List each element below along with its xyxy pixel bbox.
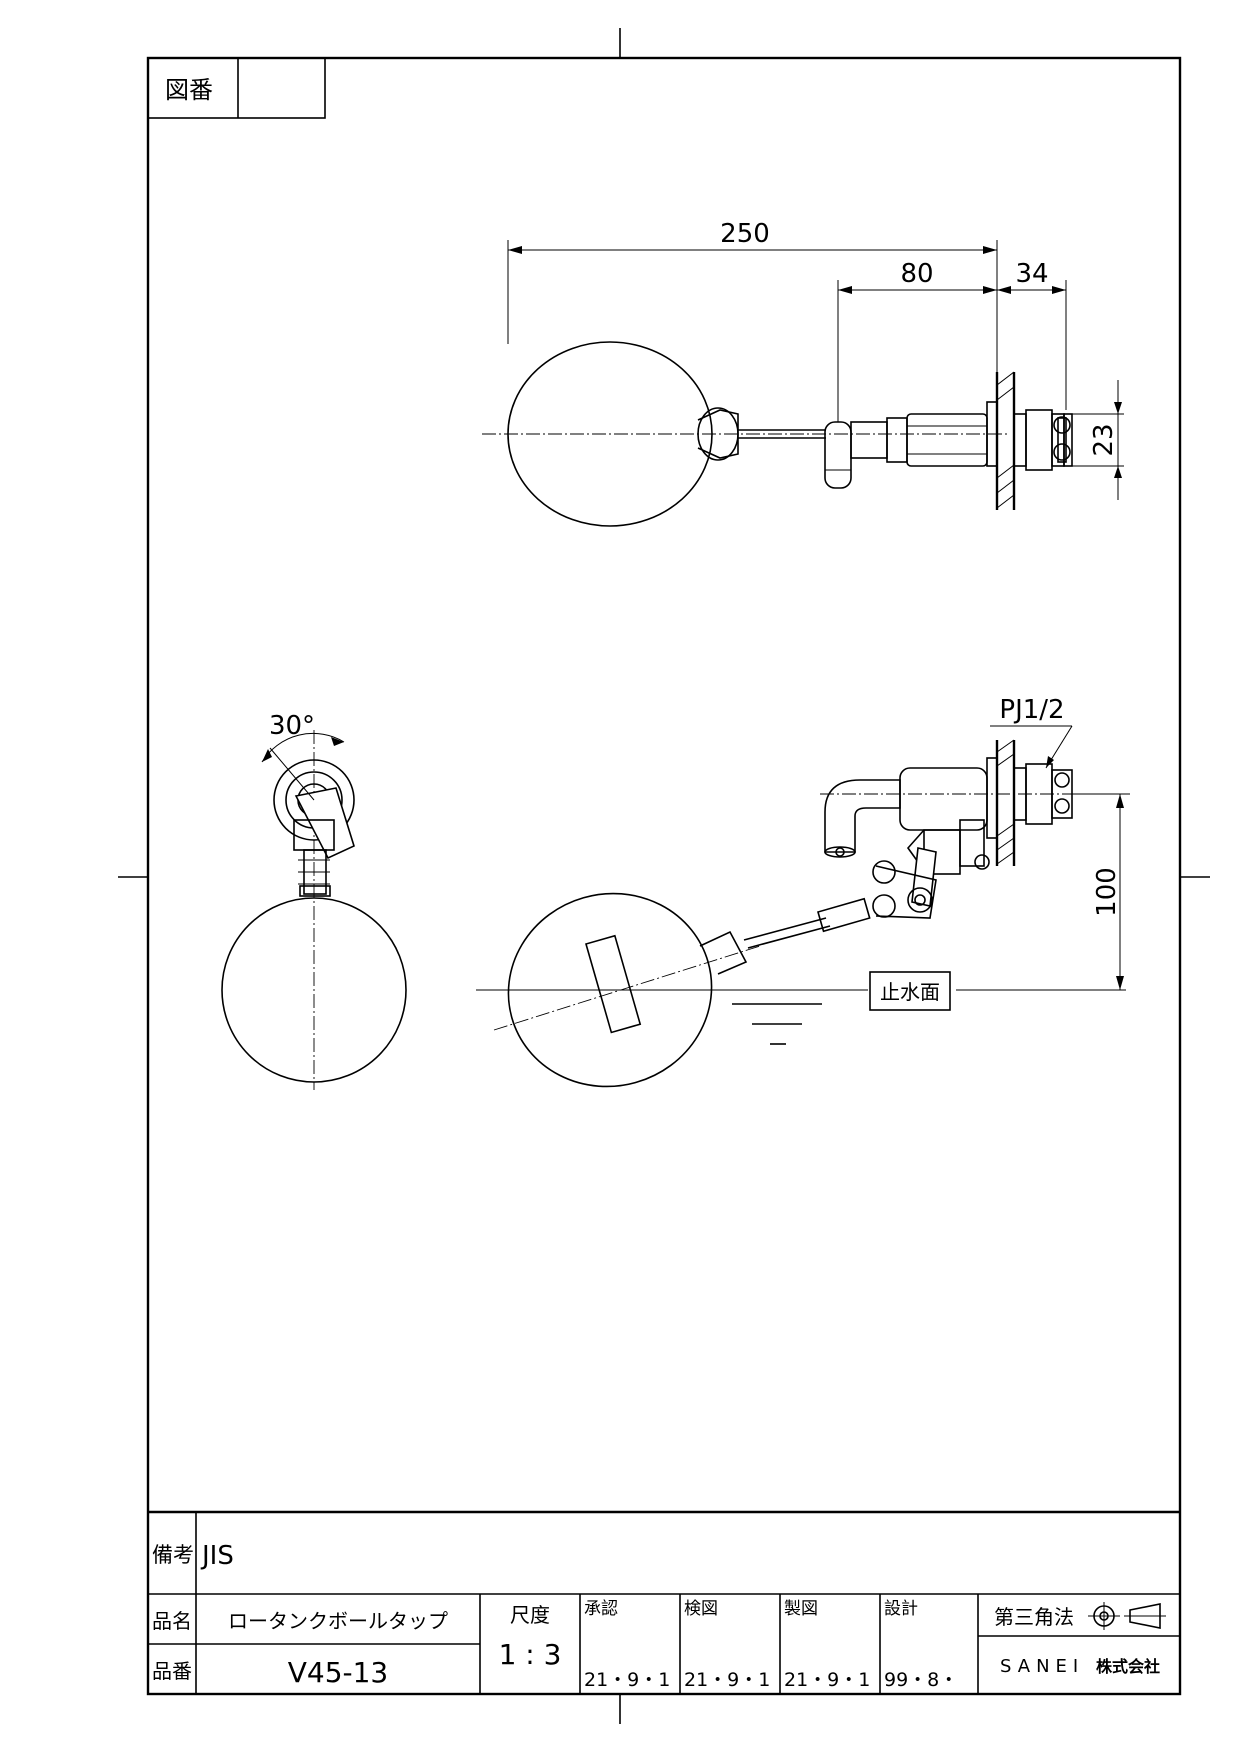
front-float-ball <box>507 892 713 1088</box>
check-label: 検図 <box>684 1599 718 1619</box>
drawing-number-label: 図番 <box>165 76 213 104</box>
water-level-label: 止水面 <box>880 980 940 1004</box>
product-no: V45-13 <box>288 1656 389 1689</box>
side-float-ball <box>221 897 407 1083</box>
design-date: 99・8・ <box>884 1669 958 1691</box>
product-name-label: 品名 <box>152 1609 192 1633</box>
dim-overall-text: 250 <box>720 219 770 249</box>
scale-value: 1 : 3 <box>499 1638 562 1671</box>
draft-label: 製図 <box>784 1599 818 1619</box>
dim-nut-text: 34 <box>1015 259 1048 289</box>
remarks-label: 備考 <box>152 1543 194 1567</box>
lock-nut <box>1025 409 1053 471</box>
centering-marks <box>118 28 1210 1724</box>
title-block: 備考 JIS 品名 ロータンクボールタップ 品番 V45-13 尺度 1 : 3… <box>148 1510 1180 1694</box>
dim-thread-text: PJ1/2 <box>999 695 1064 725</box>
dim-nut-width: 23 <box>1072 380 1124 500</box>
dim-body-text: 80 <box>900 259 933 289</box>
front-tank-wall <box>995 739 1016 866</box>
company-suffix: 株式会社 <box>1096 1657 1160 1676</box>
company-brand: SANEI <box>1000 1656 1084 1677</box>
dim-angle-text: 30° <box>269 711 315 741</box>
dim-water-height-text: 100 <box>1092 867 1122 917</box>
tilted-outlet <box>294 787 355 860</box>
float-ball <box>507 341 713 527</box>
side-view: 30° <box>221 711 407 1090</box>
approval-label: 承認 <box>584 1599 618 1619</box>
dim-nut: 34 <box>997 259 1067 410</box>
drawing-frame <box>146 56 1182 1696</box>
product-name: ロータンクボールタップ <box>228 1609 448 1633</box>
dim-thread: PJ1/2 <box>990 695 1073 769</box>
product-no-label: 品番 <box>152 1659 192 1683</box>
ball-rib <box>585 934 642 1034</box>
front-outlet-elbow <box>824 779 901 853</box>
dim-angle: 30° <box>261 711 345 801</box>
outlet-elbow <box>824 421 852 489</box>
dim-nut-width-text: 23 <box>1089 423 1119 456</box>
third-angle-projection-icon <box>1088 1602 1166 1630</box>
draft-date: 21・9・1 <box>784 1669 870 1691</box>
valve-body <box>906 413 988 467</box>
dim-overall: 250 <box>507 219 998 372</box>
check-date: 21・9・1 <box>684 1669 770 1691</box>
projection-label: 第三角法 <box>994 1605 1074 1629</box>
scale-label: 尺度 <box>510 1603 550 1627</box>
water-level-label-box <box>869 971 951 1011</box>
dim-water-height: 100 <box>1072 793 1128 990</box>
water-level: 止水面 <box>476 971 1126 1045</box>
top-view: 250 80 34 23 <box>482 219 1124 527</box>
drawing-number-box: 図番 <box>147 57 326 119</box>
tank-wall <box>995 371 1016 510</box>
front-view: 止水面 100 PJ1/2 <box>476 695 1130 1088</box>
dim-body: 80 <box>837 259 997 422</box>
design-label: 設計 <box>884 1599 918 1619</box>
approval-date: 21・9・1 <box>584 1669 670 1691</box>
remarks-value: JIS <box>200 1541 234 1571</box>
